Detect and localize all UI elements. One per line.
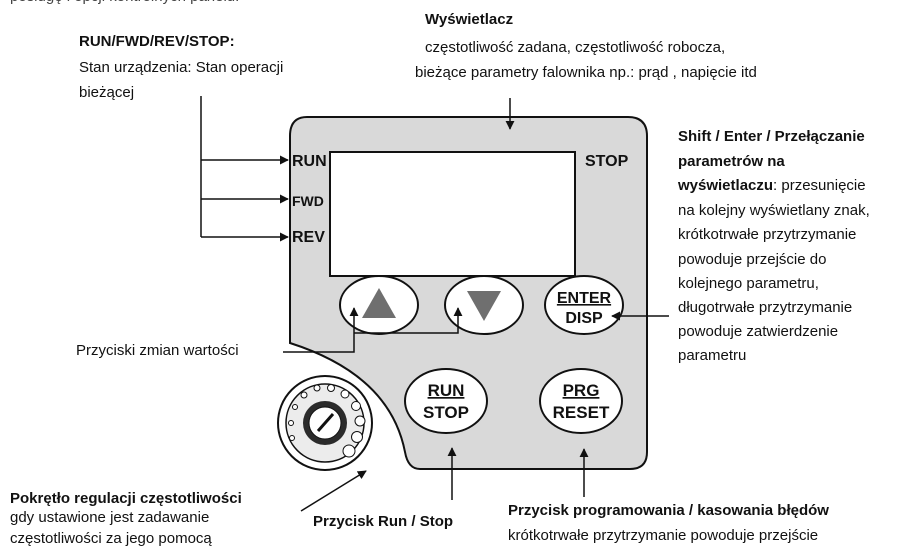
indicator-fwd: FWD bbox=[292, 193, 324, 209]
shift-callout-line: parametru bbox=[678, 347, 747, 364]
knob-callout-line-2: częstotliwości za jego pomocą bbox=[10, 530, 212, 547]
runstop-callout: Przycisk Run / Stop bbox=[313, 513, 454, 530]
shift-callout-line: kolejnego parametru, bbox=[678, 275, 819, 292]
shift-callout-line: długotrwałe przytrzymanie bbox=[678, 299, 853, 316]
up-arrow-icon bbox=[362, 288, 396, 318]
svg-text:STOP: STOP bbox=[423, 403, 469, 422]
svg-text:RESET: RESET bbox=[553, 403, 610, 422]
status-callout-line-2: bieżącej bbox=[79, 84, 135, 101]
display-callout-line-2: bieżące parametry falownika np.: prąd , … bbox=[415, 64, 757, 81]
svg-text:PRG: PRG bbox=[563, 381, 600, 400]
indicator-stop: STOP bbox=[585, 153, 629, 170]
shift-callout-lead: wyświetlaczu: przesunięcie bbox=[678, 174, 866, 198]
indicator-run: RUN bbox=[292, 153, 327, 170]
indicator-rev: REV bbox=[292, 229, 325, 246]
knob-pointer bbox=[316, 413, 335, 432]
prg-callout-title: Przycisk programowania / kasowania błędó… bbox=[508, 502, 829, 519]
knob-scale-dots bbox=[288, 384, 366, 458]
lcd-window bbox=[329, 151, 576, 277]
frequency-knob[interactable] bbox=[277, 375, 373, 471]
up-button[interactable] bbox=[339, 275, 419, 335]
prg-callout-line-1: krótkotrwałe przytrzymanie powoduje prze… bbox=[508, 527, 819, 544]
svg-text:ENTER: ENTER bbox=[557, 290, 612, 307]
status-callout-line-1: Stan urządzenia: Stan operacji bbox=[79, 59, 284, 76]
value-keys-callout: Przyciski zmian wartości bbox=[76, 342, 239, 359]
display-callout-title: Wyświetlacz bbox=[425, 11, 514, 28]
shift-callout-line: na kolejny wyświetlany znak, bbox=[678, 202, 870, 219]
prg-reset-button[interactable]: PRG RESET bbox=[539, 368, 623, 434]
top-clipped-text: posługę i opcji kontrolnych panelu: bbox=[10, 0, 239, 9]
shift-callout-lead-rest: : przesunięcie bbox=[773, 177, 866, 194]
display-callout-line-1: częstotliwość zadana, częstotliwość robo… bbox=[425, 39, 726, 56]
shift-callout-line: krótkotrwałe przytrzymanie bbox=[678, 226, 857, 243]
enter-disp-button[interactable]: ENTER DISP bbox=[544, 275, 624, 335]
run-stop-button[interactable]: RUN STOP bbox=[404, 368, 488, 434]
shift-callout-line: powoduje zatwierdzenie bbox=[678, 323, 839, 340]
down-arrow-icon bbox=[467, 291, 501, 321]
shift-callout-line: powoduje przejście do bbox=[678, 251, 827, 268]
knob-callout-line-1: gdy ustawione jest zadawanie bbox=[10, 509, 210, 526]
svg-text:DISP: DISP bbox=[565, 310, 603, 327]
status-callout-title: RUN/FWD/REV/STOP: bbox=[79, 33, 235, 50]
shift-callout-lead-bold: wyświetlaczu bbox=[678, 177, 774, 194]
svg-text:RUN: RUN bbox=[428, 381, 465, 400]
shift-callout-title-1: Shift / Enter / Przełączanie bbox=[678, 128, 865, 145]
knob-callout-title: Pokrętło regulacji częstotliwości bbox=[10, 490, 242, 507]
shift-callout-title-2: parametrów na bbox=[678, 153, 785, 170]
down-button[interactable] bbox=[444, 275, 524, 335]
